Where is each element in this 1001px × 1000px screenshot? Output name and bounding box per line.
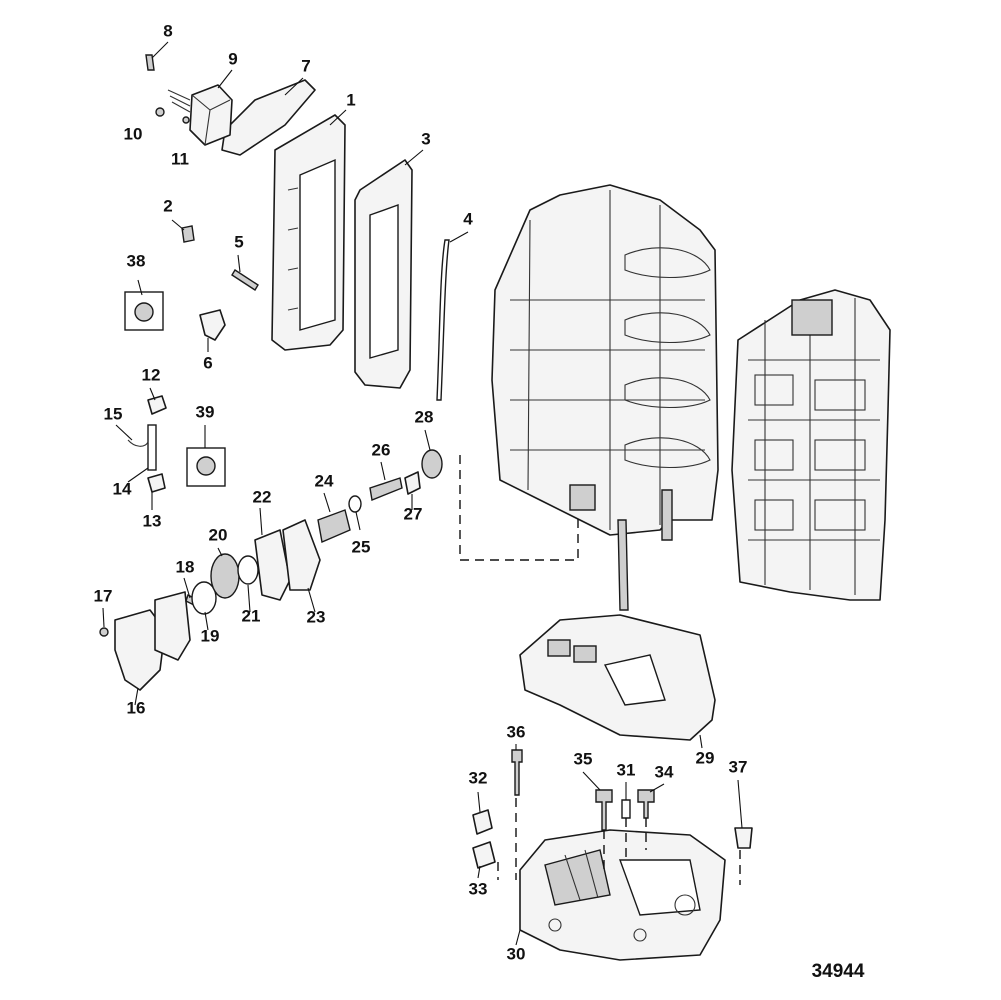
exhaust-divider-plate [271, 114, 346, 351]
seal-strip [436, 239, 450, 401]
callout-16: 16 [127, 698, 146, 717]
cap-37 [734, 827, 753, 849]
callout-36: 36 [507, 722, 526, 741]
callout-32: 32 [469, 768, 488, 787]
cover-gasket [221, 79, 316, 156]
fitting-32 [472, 809, 493, 835]
callout-18: 18 [176, 557, 195, 576]
callout-labels: 1 2 3 4 5 6 7 8 9 10 11 12 13 14 15 16 1… [94, 21, 748, 963]
callout-21: 21 [242, 606, 261, 625]
callout-5: 5 [234, 232, 243, 251]
fuel-pump-assembly [99, 449, 443, 691]
callout-6: 6 [203, 353, 212, 372]
callout-20: 20 [209, 525, 228, 544]
callout-3: 3 [421, 129, 430, 148]
callout-35: 35 [574, 749, 593, 768]
screw-8 [145, 54, 155, 71]
clip-15 [127, 439, 149, 447]
callout-19: 19 [201, 626, 220, 645]
base-gasket [519, 614, 716, 741]
callout-10: 10 [124, 124, 143, 143]
callout-39: 39 [196, 402, 215, 421]
callout-33: 33 [469, 879, 488, 898]
crankcase-cover [491, 184, 719, 541]
callout-22: 22 [253, 487, 272, 506]
callout-31: 31 [617, 760, 636, 779]
callout-30: 30 [507, 944, 526, 963]
callout-12: 12 [142, 365, 161, 384]
callout-24: 24 [315, 471, 334, 490]
fitting-12 [147, 395, 167, 415]
bolt-35 [595, 789, 613, 831]
washer-11 [182, 116, 190, 124]
pin-31 [621, 799, 631, 819]
kit-39-box [186, 447, 226, 487]
callout-23: 23 [307, 607, 326, 626]
callout-7: 7 [301, 56, 310, 75]
kit-38-grommet [134, 302, 154, 322]
callout-13: 13 [143, 511, 162, 530]
callout-11: 11 [171, 149, 189, 168]
callout-26: 26 [372, 440, 391, 459]
bolt-36 [511, 749, 523, 796]
long-stud [617, 519, 629, 611]
electrical-module [167, 84, 233, 146]
callout-25: 25 [352, 537, 371, 556]
adapter-plate [519, 829, 726, 961]
screw-5 [231, 269, 259, 291]
callout-34: 34 [655, 762, 674, 781]
callout-27: 27 [404, 504, 423, 523]
assembly-dash-lines [459, 455, 741, 885]
callout-38: 38 [127, 251, 146, 270]
callout-37: 37 [729, 757, 748, 776]
callout-17: 17 [94, 586, 113, 605]
fitting-33 [472, 841, 496, 869]
callout-9: 9 [228, 49, 237, 68]
cylinder-block-rear [731, 289, 891, 601]
callout-14: 14 [113, 479, 132, 498]
callout-2: 2 [163, 196, 172, 215]
callout-1: 1 [346, 90, 355, 109]
callout-29: 29 [696, 748, 715, 767]
exhaust-gasket [354, 159, 413, 389]
callout-28: 28 [415, 407, 434, 426]
hose-14 [147, 424, 157, 471]
clamp-6 [199, 309, 226, 341]
figure-id: 34944 [812, 961, 865, 982]
fitting-13 [147, 473, 166, 493]
leader-lines [102, 41, 743, 946]
kit-38-box [124, 291, 164, 331]
callout-15: 15 [104, 404, 123, 423]
callout-8: 8 [163, 21, 172, 40]
bolt-34 [637, 789, 655, 819]
nut-2 [181, 225, 195, 243]
kit-39-grommet [196, 456, 216, 476]
callout-4: 4 [463, 209, 473, 228]
screw-10 [155, 107, 165, 117]
